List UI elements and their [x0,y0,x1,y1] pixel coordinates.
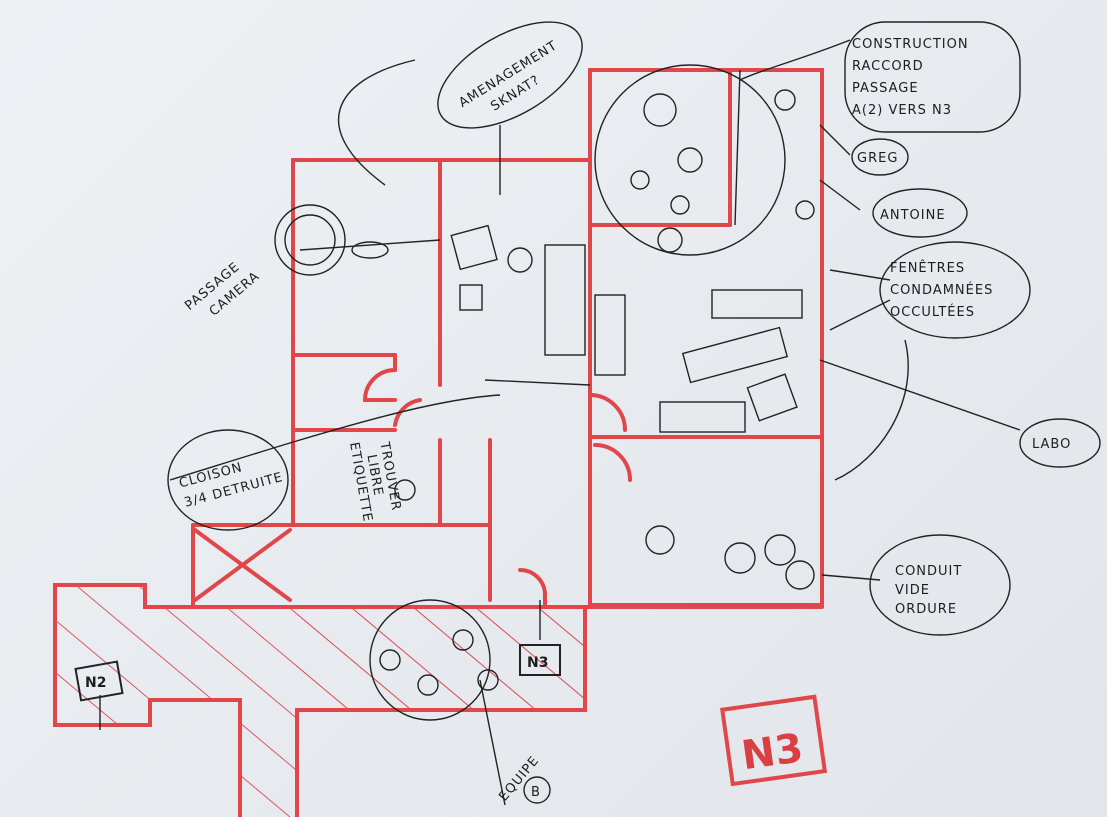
walls [53,68,828,817]
label-greg: GREG [857,151,898,166]
label-n2: N2 [85,675,106,691]
label-vers-n3: A(2) VERS N3 [852,103,952,118]
label-passage: PASSAGE [852,81,919,96]
label-ordure: ORDURE [895,602,957,617]
label-condamnees: CONDAMNÉES [890,282,993,298]
n2-sign [74,660,124,702]
n3-sign-small [519,644,561,676]
hatched-zone-left [55,585,297,817]
bubble-amenagement [437,21,583,129]
label-construction: CONSTRUCTION [852,37,969,52]
bubble-construction [844,21,1021,133]
label-vide: VIDE [895,583,930,598]
label-libre: LIBRE [363,453,385,497]
bubble-labo [1019,418,1101,468]
label-occultees: OCCULTÉES [890,304,975,320]
label-raccord: RACCORD [852,59,924,74]
label-fenetres: FENÊTRES [890,260,965,276]
bubble-conduit [869,534,1011,636]
label-n3-big: N3 [739,725,806,779]
hatched-zone-corridor [297,607,585,710]
label-equipe-b: B [531,785,541,800]
bubble-fenetres [879,241,1031,339]
label-conduit: CONDUIT [895,564,962,579]
bubble-antoine [872,188,968,238]
bubble-greg [851,138,909,176]
label-n3-small: N3 [527,655,548,671]
label-labo: LABO [1032,437,1071,452]
label-antoine: ANTOINE [880,208,946,223]
bubble-cloison [167,429,289,531]
